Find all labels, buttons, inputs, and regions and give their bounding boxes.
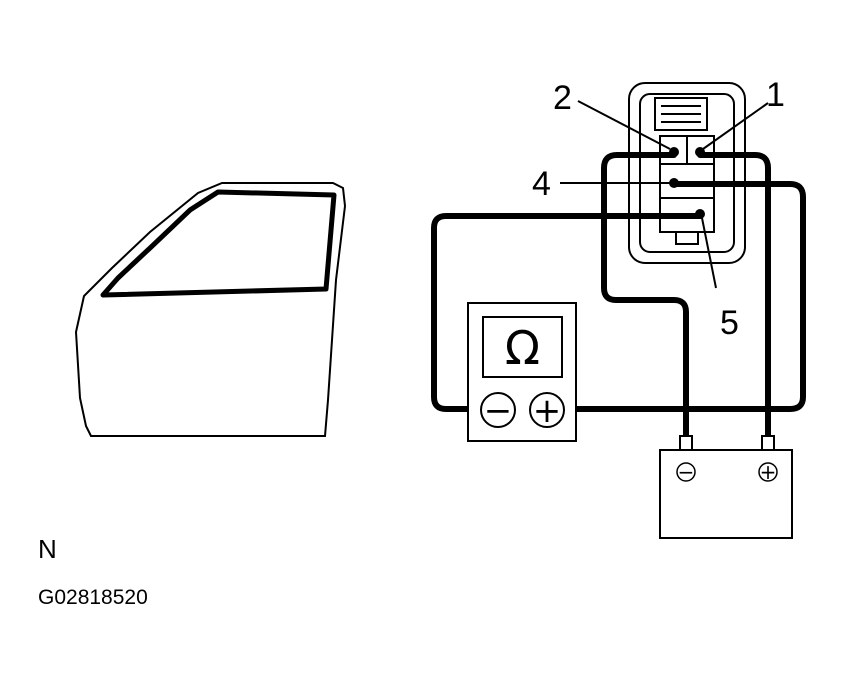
wire-battery-negative (601, 152, 689, 441)
connector-inner (639, 93, 735, 253)
battery-negative-post (679, 435, 693, 451)
connector-latch (654, 97, 708, 131)
test-wires (431, 152, 806, 441)
wire-meter-positive (561, 181, 806, 412)
ohm-symbol: Ω (505, 321, 540, 375)
switch-connector (628, 82, 746, 264)
figure-code: G02818520 (38, 586, 148, 609)
pin-label-4: 4 (532, 165, 551, 203)
battery-positive-sign: + (760, 460, 777, 484)
connector-housing (628, 82, 746, 264)
wire-battery-positive (697, 152, 771, 441)
pin-leaders (560, 100, 769, 289)
view-letter: N (38, 534, 57, 564)
ohmmeter-positive-sign: + (533, 391, 562, 431)
ohmmeter-display (482, 316, 563, 378)
door-outline (74, 182, 347, 437)
ohmmeter: Ω − + (467, 302, 577, 442)
ohmmeter-negative-terminal (480, 392, 516, 428)
pin-label-5: 5 (720, 304, 739, 342)
wire-meter-negative (431, 213, 703, 412)
car-door (74, 182, 347, 437)
ohmmeter-negative-sign: − (484, 391, 513, 431)
door-window-frame (100, 189, 337, 298)
pin-label-2: 2 (553, 79, 572, 117)
ohmmeter-positive-terminal (529, 392, 565, 428)
pin-label-1: 1 (766, 76, 785, 114)
battery-negative-sign: − (678, 460, 695, 484)
battery-positive-post (761, 435, 775, 451)
battery: − + (659, 435, 793, 539)
